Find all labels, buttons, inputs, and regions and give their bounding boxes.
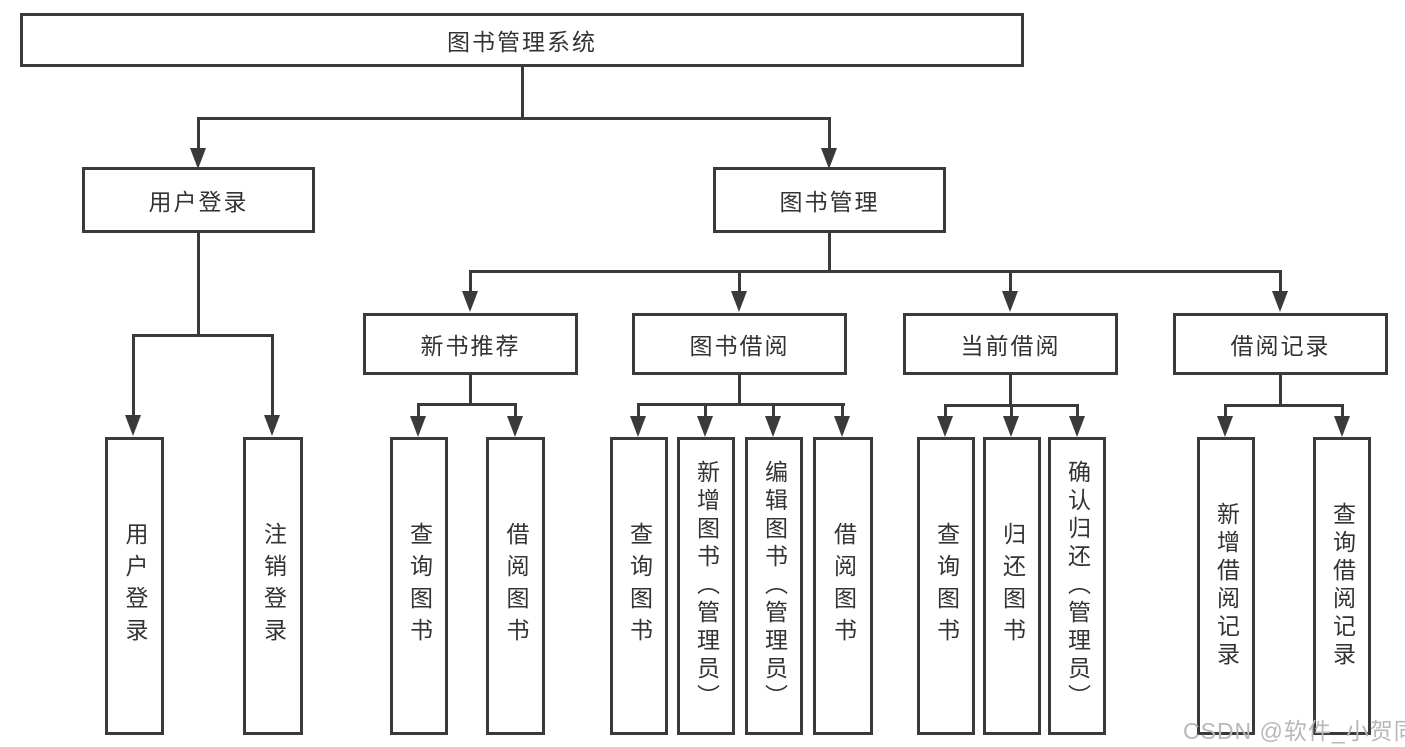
- connector-arm-leaf-user-login: [132, 334, 135, 417]
- node-root: 图书管理系统: [20, 13, 1024, 67]
- leaf-borrow-books-borrowing: 借阅图书: [813, 437, 873, 735]
- node-borrowing-records: 借阅记录: [1173, 313, 1388, 375]
- connector-user-login-stem: [197, 233, 200, 337]
- leaf-add-borrow-record: 新增借阅记录: [1197, 437, 1255, 735]
- connector-new-book-stem: [469, 375, 472, 406]
- arrow-to-leaf: [697, 416, 713, 437]
- connector-arm-leaf: [1224, 404, 1227, 419]
- connector-arm-leaf: [704, 403, 707, 419]
- leaf-query-borrow-record: 查询借阅记录: [1313, 437, 1371, 735]
- connector-borrowing-records-bar: [1225, 404, 1344, 407]
- connector-arm-leaf: [637, 403, 640, 419]
- arrow-to-leaf: [1217, 416, 1233, 437]
- connector-arm-user-login: [197, 117, 200, 151]
- arrow-to-leaf: [765, 416, 781, 437]
- node-new-book-recommend: 新书推荐: [363, 313, 578, 375]
- connector-arm-new-book: [469, 270, 472, 294]
- arrow-to-leaf: [1003, 416, 1019, 437]
- connector-arm-leaf: [1076, 404, 1079, 419]
- leaf-confirm-return-admin: 确认归还（管理员）: [1048, 437, 1106, 735]
- arrow-to-book-borrowing: [731, 291, 747, 312]
- arrow-to-leaf: [507, 416, 523, 437]
- arrow-to-leaf: [410, 416, 426, 437]
- leaf-add-books-admin: 新增图书（管理员）: [677, 437, 735, 735]
- connector-level3-bar: [469, 270, 1282, 273]
- leaf-return-books: 归还图书: [983, 437, 1041, 735]
- connector-arm-leaf: [772, 403, 775, 419]
- connector-user-login-bar: [133, 334, 274, 337]
- connector-arm-leaf: [1341, 404, 1344, 419]
- leaf-borrow-books-recommend: 借阅图书: [486, 437, 545, 735]
- arrow-to-leaf: [1069, 416, 1085, 437]
- connector-arm-leaf: [841, 403, 844, 419]
- arrow-to-leaf: [937, 416, 953, 437]
- watermark: CSDN @软件_小贺同学: [1183, 718, 1405, 744]
- arrow-to-leaf-user-login: [125, 415, 141, 436]
- connector-book-borrowing-stem: [738, 375, 741, 406]
- connector-level2-bar: [197, 117, 831, 120]
- connector-arm-current-borrowing: [1009, 270, 1012, 294]
- connector-current-borrowing-stem: [1009, 375, 1012, 407]
- node-current-borrowing: 当前借阅: [903, 313, 1118, 375]
- connector-root-stem: [521, 67, 524, 120]
- node-book-borrowing: 图书借阅: [632, 313, 847, 375]
- connector-book-borrowing-bar: [638, 403, 845, 406]
- connector-arm-book-borrowing: [738, 270, 741, 294]
- leaf-edit-books-admin: 编辑图书（管理员）: [745, 437, 803, 735]
- connector-arm-leaf: [944, 404, 947, 419]
- connector-new-book-bar: [418, 403, 517, 406]
- leaf-query-books-borrowing: 查询图书: [610, 437, 668, 735]
- connector-borrowing-records-stem: [1279, 375, 1282, 407]
- arrow-to-new-book: [462, 291, 478, 312]
- connector-arm-leaf-logout: [271, 334, 274, 417]
- arrow-to-leaf: [834, 416, 850, 437]
- arrow-to-current-borrowing: [1002, 291, 1018, 312]
- leaf-query-books-recommend: 查询图书: [390, 437, 448, 735]
- node-book-management: 图书管理: [713, 167, 946, 233]
- connector-arm-leaf: [1010, 404, 1013, 419]
- arrow-to-leaf-logout: [264, 415, 280, 436]
- arrow-to-borrowing-records: [1272, 291, 1288, 312]
- arrow-to-book-management: [821, 148, 837, 169]
- arrow-to-leaf: [1334, 416, 1350, 437]
- arrow-to-user-login: [190, 148, 206, 169]
- connector-book-management-stem: [828, 233, 831, 273]
- arrow-to-leaf: [630, 416, 646, 437]
- connector-arm-borrowing-records: [1279, 270, 1282, 294]
- connector-arm-leaf: [514, 403, 517, 419]
- node-user-login: 用户登录: [82, 167, 315, 233]
- leaf-logout: 注销登录: [243, 437, 303, 735]
- leaf-query-books-current: 查询图书: [917, 437, 975, 735]
- leaf-user-login: 用户登录: [105, 437, 164, 735]
- connector-arm-book-management: [828, 117, 831, 151]
- connector-arm-leaf: [417, 403, 420, 419]
